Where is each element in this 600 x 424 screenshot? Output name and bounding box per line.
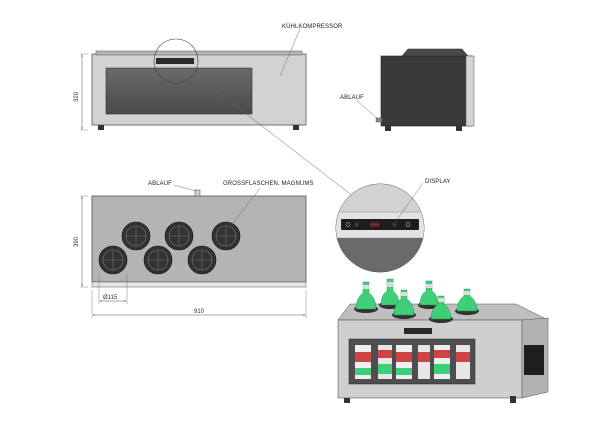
display-label: DISPLAY bbox=[425, 179, 451, 185]
front-display-panel bbox=[156, 58, 194, 64]
bottles-inside bbox=[355, 345, 470, 379]
bottles-on-top bbox=[354, 278, 479, 323]
render-display-panel bbox=[404, 328, 432, 334]
width-dimension: 910 bbox=[194, 309, 205, 315]
display-main-digits: 888 bbox=[370, 223, 379, 229]
height-dimension: 320 bbox=[74, 91, 80, 102]
bottle-hole bbox=[211, 221, 241, 251]
grossflaschen-label: GROSSFLASCHEN, MAGNUMS bbox=[223, 181, 314, 187]
front-foot-right bbox=[293, 125, 299, 130]
drain-port-top bbox=[194, 189, 201, 197]
display-detail: 8 888 8 DISPLAY bbox=[192, 72, 451, 273]
display-leader bbox=[395, 182, 424, 222]
front-view: 320 KÜHLKOMPRESSOR bbox=[74, 23, 343, 131]
display-left-digit: 8 bbox=[355, 223, 358, 229]
render-foot-left bbox=[344, 398, 350, 403]
power-button-icon bbox=[345, 222, 351, 227]
settings-button-icon bbox=[405, 222, 411, 227]
front-glass-door bbox=[105, 67, 253, 115]
ablauf-side-leader bbox=[356, 100, 378, 119]
ablauf-side-label: ABLAUF bbox=[340, 95, 364, 101]
depth-dimension: 390 bbox=[74, 236, 80, 247]
bottle-hole bbox=[187, 245, 217, 275]
compressor-vent bbox=[524, 345, 544, 375]
bottle-hole bbox=[98, 245, 128, 275]
ablauf-top-label: ABLAUF bbox=[148, 181, 172, 187]
detail-connector bbox=[192, 72, 354, 197]
side-foot-left bbox=[385, 126, 391, 131]
display-right-digit: 8 bbox=[393, 223, 396, 229]
bottle-hole bbox=[121, 221, 151, 251]
grossflaschen-leader bbox=[230, 187, 261, 227]
ablauf-top-leader bbox=[173, 184, 197, 192]
front-foot-left bbox=[98, 125, 104, 130]
product-render bbox=[337, 278, 549, 403]
detail-circle bbox=[153, 38, 199, 84]
render-foot-right bbox=[510, 396, 516, 403]
bottle-hole bbox=[164, 221, 194, 251]
side-view: ABLAUF bbox=[340, 48, 475, 131]
side-foot-right bbox=[456, 126, 462, 131]
kompressor-label: KÜHLKOMPRESSOR bbox=[282, 23, 343, 30]
bottle-hole bbox=[143, 245, 173, 275]
top-view: 390 Ø115 910 ABLAUF GROSSFLASCHEN, MAGNU… bbox=[74, 181, 314, 318]
bottle-holes bbox=[98, 221, 241, 275]
kompressor-leader bbox=[279, 28, 301, 77]
diameter-dimension: Ø115 bbox=[103, 295, 118, 301]
drain-outlet bbox=[375, 117, 383, 123]
